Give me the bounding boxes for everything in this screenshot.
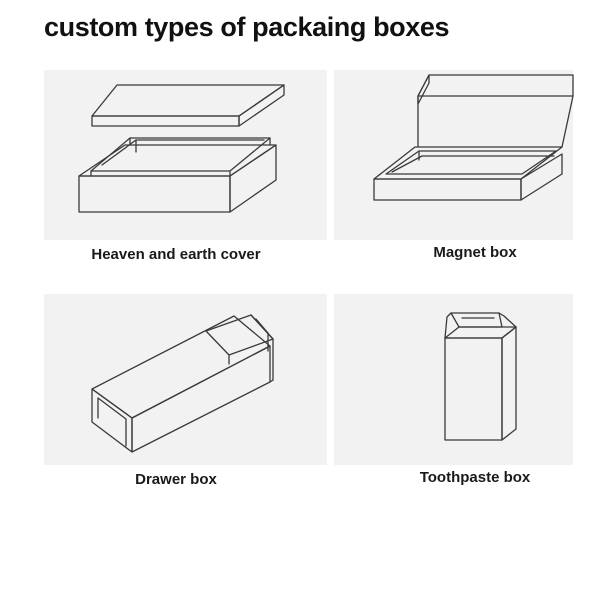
box-label: Magnet box xyxy=(433,244,517,261)
heaven-and-earth-cover-card xyxy=(44,70,327,240)
toothpaste-box-card xyxy=(334,294,573,465)
box-label: Drawer box xyxy=(135,471,217,488)
drawer-box-icon xyxy=(91,314,274,453)
box-label: Heaven and earth cover xyxy=(91,246,261,263)
box-label: Toothpaste box xyxy=(419,469,531,486)
toothpaste-box-icon xyxy=(444,312,517,441)
heaven-and-earth-cover-box-icon xyxy=(78,84,285,213)
magnet-box-card xyxy=(334,70,574,240)
drawer-box-card xyxy=(44,294,327,465)
magnet-box-icon xyxy=(373,74,574,201)
page-title: custom types of packaing boxes xyxy=(44,12,450,42)
